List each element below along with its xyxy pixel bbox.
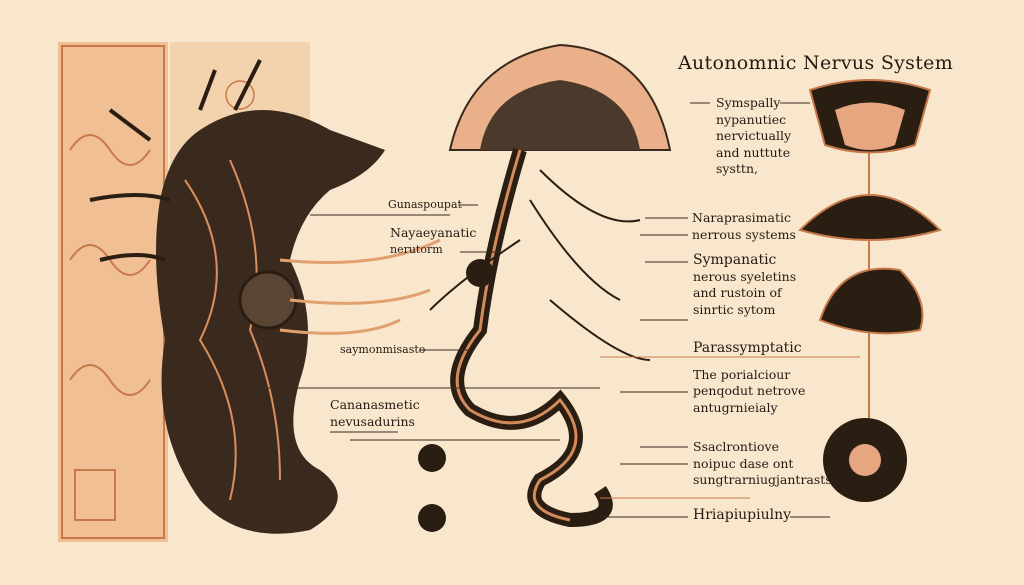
label-heading: Parassymptatic [693, 340, 802, 356]
label-line: antugrnieialy [693, 399, 778, 415]
label-line: Gunaspoupat [388, 198, 462, 211]
label-naraprasimatic: Naraprasimatic nerrous systems [692, 210, 796, 243]
label-line: and rustoin of [693, 285, 782, 300]
label-line: nerutorm [390, 242, 443, 256]
label-sympanatic: Sympanatic nerous syeletins and rustoin … [693, 252, 796, 318]
label-line: nypanutiec [716, 111, 787, 127]
label-line: nerrous systems [692, 226, 796, 242]
label-parassymptatic: Parassymptatic The porialciour penqodut … [693, 340, 805, 416]
label-line: saymonmisasto [340, 343, 426, 356]
label-saymonmisasto: saymonmisasto [340, 342, 425, 359]
label-line: The porialciour [693, 366, 791, 382]
dragon-figure [89, 59, 441, 534]
label-hriapiupiulny: Hriapiupiulny [693, 507, 791, 524]
label-heading: Sympanatic [693, 252, 777, 268]
serpent-and-fan [418, 43, 672, 532]
label-symspally: Symspally nypanutiec nervictually and nu… [716, 95, 791, 178]
diagram-title: Autonomnic Nervus System [678, 52, 954, 74]
label-line: Ssaclrontiove [693, 439, 779, 454]
label-heading: Hriapiupiulny [693, 507, 792, 523]
label-line: systtn, [716, 161, 758, 176]
label-line: nevusadurins [330, 413, 415, 429]
label-line: Symspally [716, 95, 781, 110]
label-line: Naraprasimatic [692, 210, 791, 225]
right-fans [798, 79, 942, 502]
leader-lines [260, 102, 860, 518]
label-nayaeyanatic: Nayaeyanatic nerutorm [390, 225, 476, 258]
label-line: noipuc dase ont [693, 455, 794, 471]
label-line: sinrtic sytom [693, 301, 776, 317]
label-gunaspoupat: Gunaspoupat [388, 197, 462, 214]
label-line: nerous syeletins [693, 268, 797, 284]
label-line: sungtrarniugjantrasts, [693, 472, 836, 487]
label-ssaclrontiove: Ssaclrontiove noipuc dase ont sungtrarni… [693, 439, 836, 489]
label-line: Cananasmetic [330, 397, 420, 412]
label-line: and nuttute [716, 144, 791, 160]
label-cananasmetic: Cananasmetic nevusadurins [330, 397, 420, 430]
label-line: Nayaeyanatic [390, 225, 477, 240]
label-line: penqodut netrove [693, 383, 806, 398]
label-line: nervictually [716, 128, 792, 143]
